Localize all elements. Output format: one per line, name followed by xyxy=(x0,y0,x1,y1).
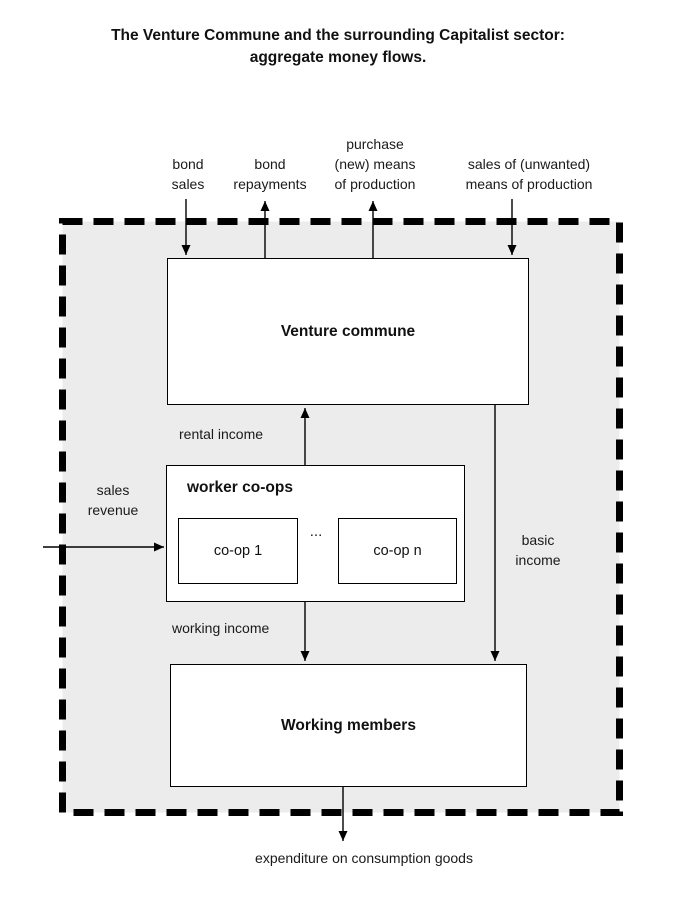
page-title-line2: aggregate money flows. xyxy=(249,49,427,66)
label-sales-unwanted: sales of (unwanted) means of production xyxy=(465,156,593,192)
label-sales-revenue: sales revenue xyxy=(87,482,139,518)
node-venture-commune-label: Venture commune xyxy=(280,322,416,340)
label-rental-income: rental income xyxy=(179,426,264,442)
label-purchase-means: purchase (new) means of production xyxy=(334,136,416,192)
node-coop-n-label: co-op n xyxy=(373,543,422,559)
coop-ellipsis: ... xyxy=(309,523,323,540)
label-expenditure: expenditure on consumption goods xyxy=(255,850,473,866)
page-title: The Venture Commune and the surrounding … xyxy=(0,25,676,69)
node-working-members-label: Working members xyxy=(281,716,416,734)
node-venture-commune: Venture commune xyxy=(167,258,529,405)
node-coop-n: co-op n xyxy=(338,518,457,584)
node-coop-1: co-op 1 xyxy=(178,518,298,584)
node-worker-coops-label: worker co-ops xyxy=(187,479,293,496)
label-bond-repayments: bond repayments xyxy=(233,156,307,192)
node-working-members: Working members xyxy=(170,664,527,787)
label-bond-sales: bond sales xyxy=(171,156,205,192)
label-working-income: working income xyxy=(172,620,270,636)
label-basic-income: basic income xyxy=(515,532,561,568)
node-coop-1-label: co-op 1 xyxy=(213,543,263,559)
node-worker-coops: worker co-ops co-op 1 ... co-op n xyxy=(166,465,465,602)
page-title-line1: The Venture Commune and the surrounding … xyxy=(111,27,565,44)
